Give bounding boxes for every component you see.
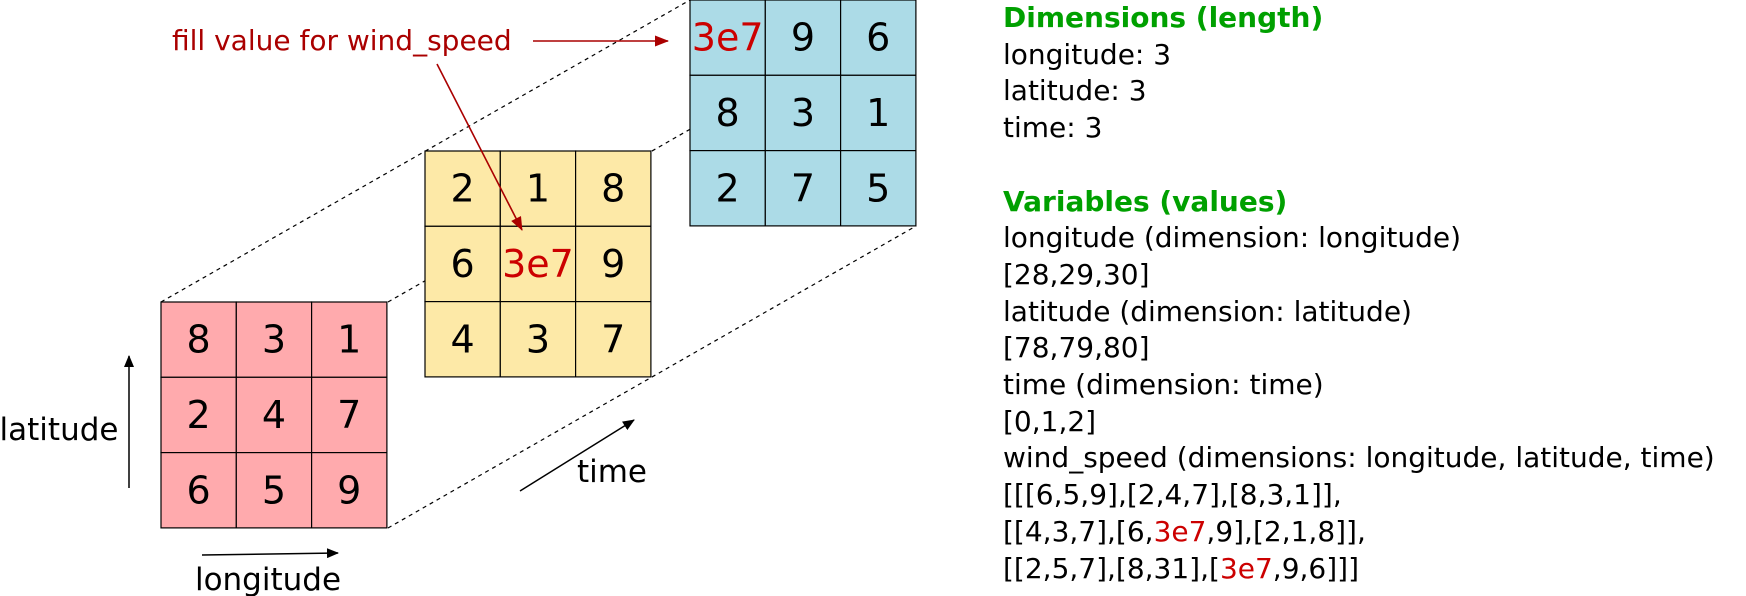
variable-text: time (dimension: time)	[1003, 368, 1324, 402]
grid-front-cell	[311, 452, 388, 529]
grid-middle-value: 3e7	[502, 242, 574, 286]
latitude-label: latitude	[0, 412, 118, 448]
dimension-item: latitude: 3	[1003, 74, 1147, 108]
variable-text: ,9,6]]]	[1272, 551, 1359, 585]
grid-back-value: 5	[866, 166, 890, 210]
variable-line: latitude (dimension: latitude)	[1003, 294, 1743, 331]
grid-middle-cell	[499, 225, 577, 303]
grid-front-value: 8	[187, 318, 211, 362]
grid-middle-value: 7	[601, 317, 625, 361]
grid-front-value: 5	[262, 468, 286, 512]
dimension-item: time: 3	[1003, 111, 1103, 145]
grid-front-cell	[160, 301, 237, 378]
grid-front-value: 1	[337, 318, 361, 362]
grid-back-value: 7	[791, 166, 815, 210]
variable-line: wind_speed (dimensions: longitude, latit…	[1003, 440, 1743, 477]
grid-back-cell	[764, 0, 842, 76]
fill-value-text: 3e7	[1153, 514, 1207, 548]
variable-line: [78,79,80]	[1003, 330, 1743, 367]
variables-list: longitude (dimension: longitude)[28,29,3…	[1003, 220, 1743, 587]
grid-back-cell	[764, 150, 842, 227]
variable-line: [28,29,30]	[1003, 257, 1743, 294]
variable-text: [28,29,30]	[1003, 257, 1150, 291]
grid-middle-value: 8	[601, 167, 625, 211]
grid-middle-value: 6	[451, 242, 475, 286]
grid-middle-cell	[574, 301, 652, 378]
dimensions-heading: Dimensions (length)	[1003, 1, 1324, 34]
grid-front-value: 2	[187, 393, 211, 437]
grid-back-value: 2	[716, 166, 740, 210]
grid-front-value: 4	[262, 393, 286, 437]
grid-back: 3e7 9 6 8 3 1 2 7 5	[689, 0, 917, 227]
grid-back-cell	[839, 0, 917, 76]
grid-back-value: 3e7	[692, 16, 764, 60]
annotation-arrow-middle	[436, 63, 523, 231]
variable-text: wind_speed (dimensions: longitude, latit…	[1003, 441, 1715, 475]
dimension-item: longitude: 3	[1003, 37, 1172, 71]
variable-text: longitude (dimension: longitude)	[1003, 221, 1461, 255]
grid-back-cell	[689, 150, 766, 227]
grid-middle-cell	[574, 225, 652, 303]
grid-middle-cell	[424, 301, 501, 378]
fill-value-annotation: fill value for wind_speed	[172, 24, 512, 57]
grid-back-value: 3	[791, 91, 815, 135]
grid-middle: 2 1 8 6 3e7 9 4 3 7	[424, 150, 652, 378]
grid-front-value: 6	[187, 468, 211, 512]
variable-line: [[[6,5,9],[2,4,7],[8,3,1]],	[1003, 477, 1743, 514]
grid-middle-cell	[499, 301, 577, 378]
fill-value-text: 3e7	[1219, 551, 1273, 585]
grid-front: 8 3 1 2 4 7 6 5 9	[160, 301, 388, 529]
grid-middle-value: 1	[526, 167, 550, 211]
variable-text: ,9],[2,1,8]],	[1206, 514, 1366, 548]
grid-middle-value: 4	[451, 317, 475, 361]
grid-front-cell	[311, 301, 388, 378]
grid-back-cell	[839, 150, 917, 227]
grid-middle-value: 2	[451, 167, 475, 211]
grid-front-value: 9	[337, 468, 361, 512]
grid-back-value: 6	[866, 16, 890, 60]
grid-front-cell	[311, 376, 388, 454]
grid-front-value: 7	[337, 393, 361, 437]
variable-text: [[[6,5,9],[2,4,7],[8,3,1]],	[1003, 478, 1342, 512]
grid-front-value: 3	[262, 318, 286, 362]
grid-back-value: 1	[866, 91, 890, 135]
grid-middle-value: 3	[526, 317, 550, 361]
perspective-line-bottom-right	[387, 225, 917, 529]
panel-spacer	[1003, 147, 1743, 184]
longitude-label: longitude	[195, 562, 341, 596]
variables-heading: Variables (values)	[1003, 184, 1288, 218]
longitude-arrow	[201, 548, 339, 559]
variable-line: [[4,3,7],[6,3e7,9],[2,1,8]],	[1003, 514, 1743, 551]
grid-front-cell	[160, 376, 237, 454]
variable-text: [[4,3,7],[6,	[1003, 514, 1154, 548]
variable-line: time (dimension: time)	[1003, 367, 1743, 404]
variable-text: latitude (dimension: latitude)	[1003, 294, 1412, 328]
variable-line: longitude (dimension: longitude)	[1003, 220, 1743, 257]
variable-text: [0,1,2]	[1003, 404, 1097, 438]
grid-middle-value: 9	[601, 242, 625, 286]
grid-back-cell	[764, 74, 842, 152]
variable-text: [[2,5,7],[8,31],[	[1003, 551, 1220, 585]
time-label: time	[577, 454, 647, 490]
variable-text: [78,79,80]	[1003, 331, 1150, 365]
grid-middle-cell	[574, 150, 652, 227]
variable-line: [[2,5,7],[8,31],[3e7,9,6]]]	[1003, 551, 1743, 588]
time-arrow	[519, 419, 635, 492]
grid-back-value: 8	[716, 91, 740, 135]
variable-line: [0,1,2]	[1003, 404, 1743, 441]
grid-back-value: 9	[791, 16, 815, 60]
grid-front-cell	[235, 452, 313, 529]
grid-back-cell	[839, 74, 917, 152]
grids-layer: 8 3 1 2 4 7 6 5 9 2 1 8 6 3e7 9 4 3 7 3e7 9 6 8 3 1 2 7 5	[160, 0, 917, 529]
